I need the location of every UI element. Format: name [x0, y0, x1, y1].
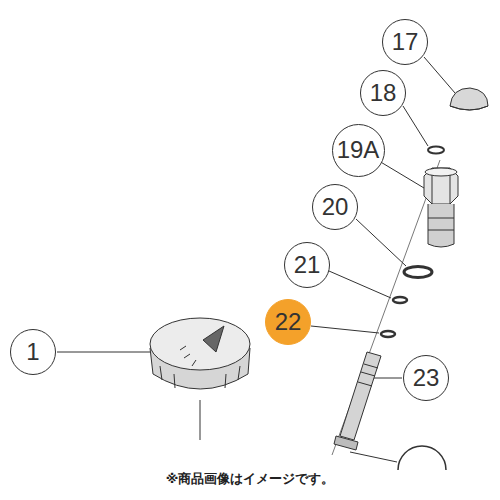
callout-number: 1 — [26, 340, 39, 364]
callout-circle: 23 — [403, 355, 449, 401]
callout-number: 20 — [322, 195, 349, 219]
callout-number: 18 — [370, 81, 397, 105]
o-ring — [404, 267, 432, 278]
clip-ring — [428, 147, 444, 154]
callout-circle: 17 — [382, 19, 428, 65]
callout-number: 22 — [275, 310, 302, 334]
small-ring — [393, 297, 407, 303]
callout-number: 21 — [294, 253, 321, 277]
callout-number: 17 — [392, 30, 419, 54]
callout-circle: 18 — [360, 70, 406, 116]
cap-part — [450, 88, 488, 110]
valve-stem — [334, 352, 381, 450]
caption: ※商品画像はイメージです。 — [0, 470, 500, 488]
knob-part — [150, 318, 250, 389]
small-ring — [381, 331, 395, 337]
callout-circle: 20 — [312, 184, 358, 230]
callout-circle: 1 — [10, 329, 56, 375]
callout-circle: 22 — [265, 299, 311, 345]
partial-callout — [398, 446, 446, 470]
callout-circle: 19A — [332, 124, 385, 177]
callout-number: 23 — [413, 366, 440, 390]
leader-lines — [57, 57, 455, 462]
callout-number: 19A — [337, 138, 380, 162]
valve-body — [424, 168, 458, 247]
callout-circle: 21 — [284, 242, 330, 288]
